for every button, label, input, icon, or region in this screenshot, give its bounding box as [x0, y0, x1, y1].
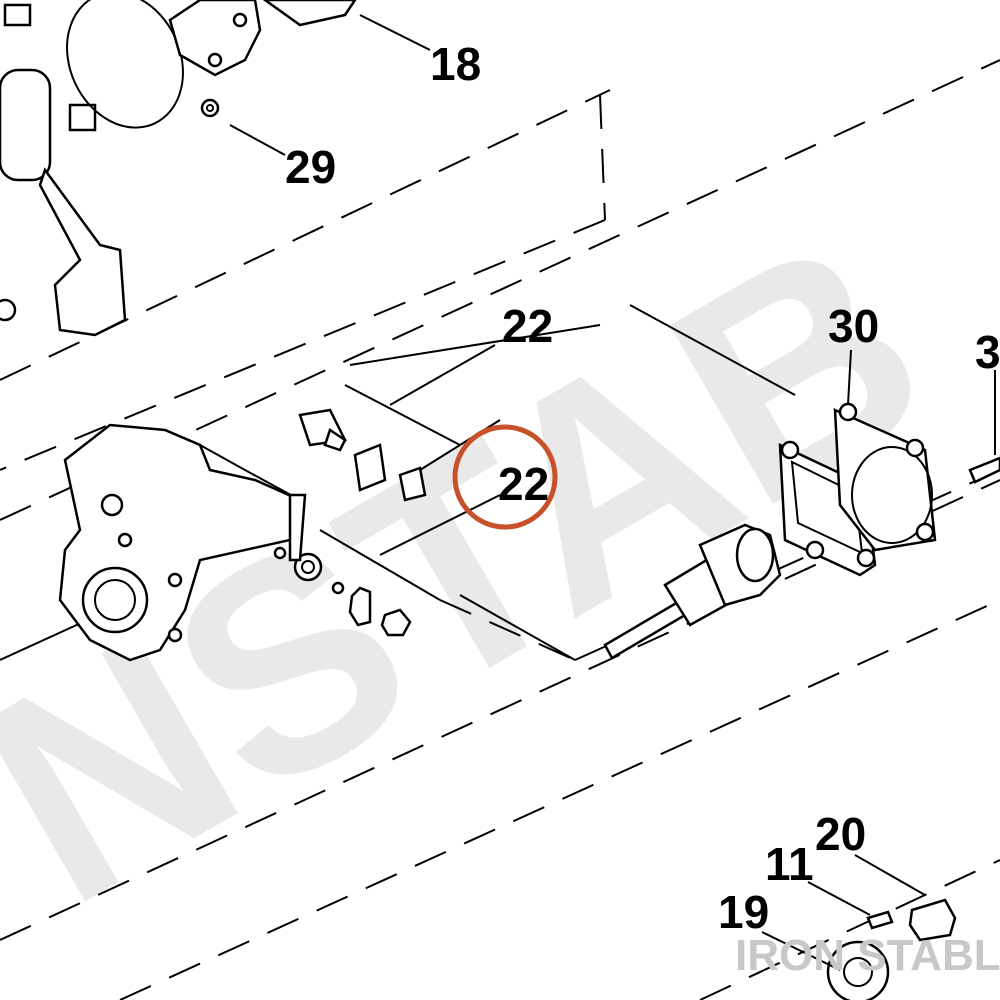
stud-part-3: [968, 456, 1000, 484]
gear-assembly: [826, 898, 957, 1000]
brush-plate-part-18: [168, 0, 357, 77]
plunger-shaft-assembly: [603, 523, 782, 660]
callout-18: 18: [430, 38, 481, 90]
callout-29: 29: [285, 141, 336, 193]
callout-20: 20: [815, 808, 866, 860]
gear-housing: [58, 423, 302, 662]
callout-labels: 18 29 22 22 30 3 20 11 19: [285, 38, 1000, 938]
gasket-part-30: [778, 402, 937, 577]
highlight-circle: [452, 424, 558, 530]
callout-3: 3: [975, 326, 1000, 378]
spring-washer-part-29: [200, 98, 220, 118]
callout-22-top: 22: [502, 300, 553, 352]
callout-11: 11: [765, 838, 814, 890]
callout-19: 19: [718, 886, 769, 938]
small-hardware: [273, 408, 427, 637]
callout-22-highlighted: 22: [498, 458, 549, 510]
callout-30: 30: [828, 300, 879, 352]
motor-assembly: [0, 3, 127, 337]
brand-watermark: IRON STABLE: [735, 931, 1000, 980]
